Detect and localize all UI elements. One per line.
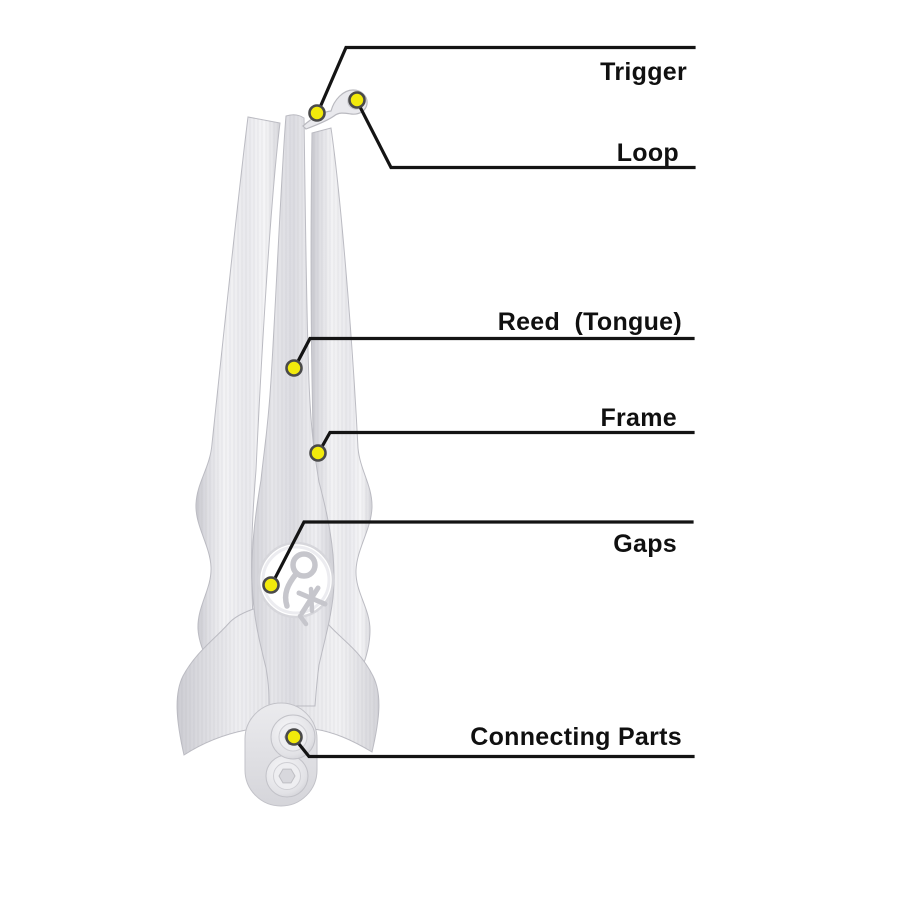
frame-marker-dot	[309, 444, 327, 462]
callout-line-loop	[355, 100, 696, 170]
trigger-marker-dot	[308, 104, 326, 122]
label-reed-tongue: Reed (Tongue)	[498, 308, 682, 336]
loop-marker-dot	[348, 91, 366, 109]
part-labels: Trigger Loop Reed (Tongue) Frame Gaps Co…	[470, 58, 687, 751]
label-connecting-parts: Connecting Parts	[470, 723, 682, 751]
reed-marker-dot	[285, 359, 303, 377]
logo-glyph	[282, 551, 328, 627]
part-markers	[262, 91, 366, 746]
callout-line-reed	[292, 336, 695, 370]
callout-line-frame	[316, 430, 695, 455]
callout-line-connecting-parts	[292, 736, 695, 759]
callout-line-trigger	[315, 45, 696, 115]
jaw-harp-illustration	[176, 89, 380, 807]
callout-line-gaps	[269, 520, 694, 587]
label-gaps: Gaps	[613, 530, 677, 558]
connecting-screw-bottom	[265, 754, 309, 798]
gaps-marker-dot	[262, 576, 280, 594]
label-loop: Loop	[617, 139, 679, 167]
label-frame: Frame	[600, 404, 677, 432]
label-trigger: Trigger	[600, 58, 687, 86]
connecting-parts-marker-dot	[285, 728, 303, 746]
sound-hole-inner-shadow	[261, 545, 331, 615]
callout-lines	[269, 45, 696, 759]
